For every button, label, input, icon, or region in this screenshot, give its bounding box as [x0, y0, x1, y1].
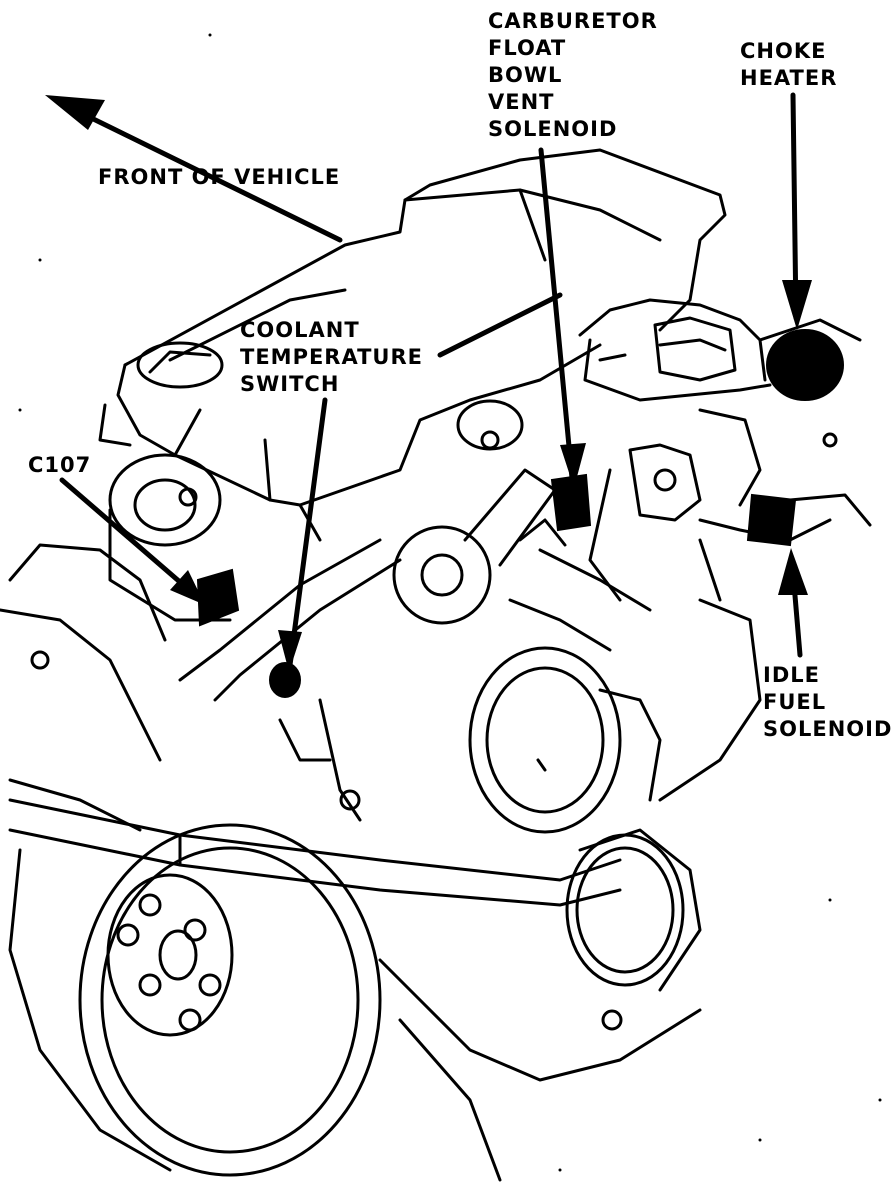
- crank-pulley: [468, 646, 662, 834]
- label-line: VENT: [488, 90, 555, 114]
- idle-fuel-arrowhead: [778, 548, 808, 595]
- coolant-temperature-switch-marker: [269, 662, 301, 698]
- label-line: BOWL: [488, 63, 563, 87]
- label-line: C107: [28, 453, 92, 477]
- c107-connector-marker: [196, 568, 240, 627]
- highlighted-components: [196, 329, 844, 698]
- c107-arrowhead: [170, 570, 205, 605]
- coolant-switch-arrowhead: [278, 630, 302, 672]
- carburetor-float-bowl-vent-solenoid-label: CARBURETOR FLOAT BOWL VENT SOLENOID: [488, 8, 658, 143]
- scan-specks: [18, 33, 882, 1172]
- label-line: SWITCH: [240, 372, 340, 396]
- choke-heater-label: CHOKE HEATER: [740, 38, 837, 92]
- arrowheads: [45, 95, 812, 672]
- front-of-vehicle-label: FRONT OF VEHICLE: [98, 164, 340, 191]
- coolant-temperature-switch-label: COOLANT TEMPERATURE SWITCH: [240, 317, 423, 398]
- float-bowl-vent-solenoid-marker: [550, 473, 592, 532]
- label-line: SOLENOID: [763, 717, 893, 741]
- label-line: IDLE: [763, 663, 820, 687]
- idle-fuel-solenoid-marker: [746, 493, 797, 547]
- left-housing: [0, 543, 167, 832]
- coolant-label-bracket: [437, 292, 563, 358]
- label-line: CARBURETOR: [488, 9, 658, 33]
- label-line: SOLENOID: [488, 117, 618, 141]
- flywheel: [8, 823, 382, 1177]
- label-line: HEATER: [740, 66, 838, 90]
- choke-heater-marker: [766, 329, 844, 401]
- pump-and-hoses: [178, 399, 652, 702]
- engine-block: [278, 538, 762, 1182]
- c107-leader-line: [59, 477, 198, 598]
- label-line: CHOKE: [740, 39, 827, 63]
- coolant-switch-leader-line: [287, 397, 328, 668]
- choke-heater-arrowhead: [782, 280, 812, 330]
- label-line: TEMPERATURE: [240, 345, 423, 369]
- idle-fuel-solenoid-label: IDLE FUEL SOLENOID: [763, 662, 892, 743]
- label-line: FRONT OF VEHICLE: [98, 165, 341, 189]
- valve-cover: [98, 148, 727, 542]
- front-tube: [8, 798, 622, 907]
- front-of-vehicle-arrowhead: [45, 95, 105, 130]
- front-of-vehicle-arrow-line: [72, 107, 343, 243]
- label-line: FLOAT: [488, 36, 567, 60]
- label-line: COOLANT: [240, 318, 360, 342]
- c107-label: C107: [28, 452, 91, 479]
- carburetor: [578, 298, 872, 602]
- oil-filter: [565, 828, 702, 992]
- label-line: FUEL: [763, 690, 827, 714]
- float-bowl-leader-line: [538, 147, 575, 481]
- float-bowl-arrowhead: [560, 443, 586, 488]
